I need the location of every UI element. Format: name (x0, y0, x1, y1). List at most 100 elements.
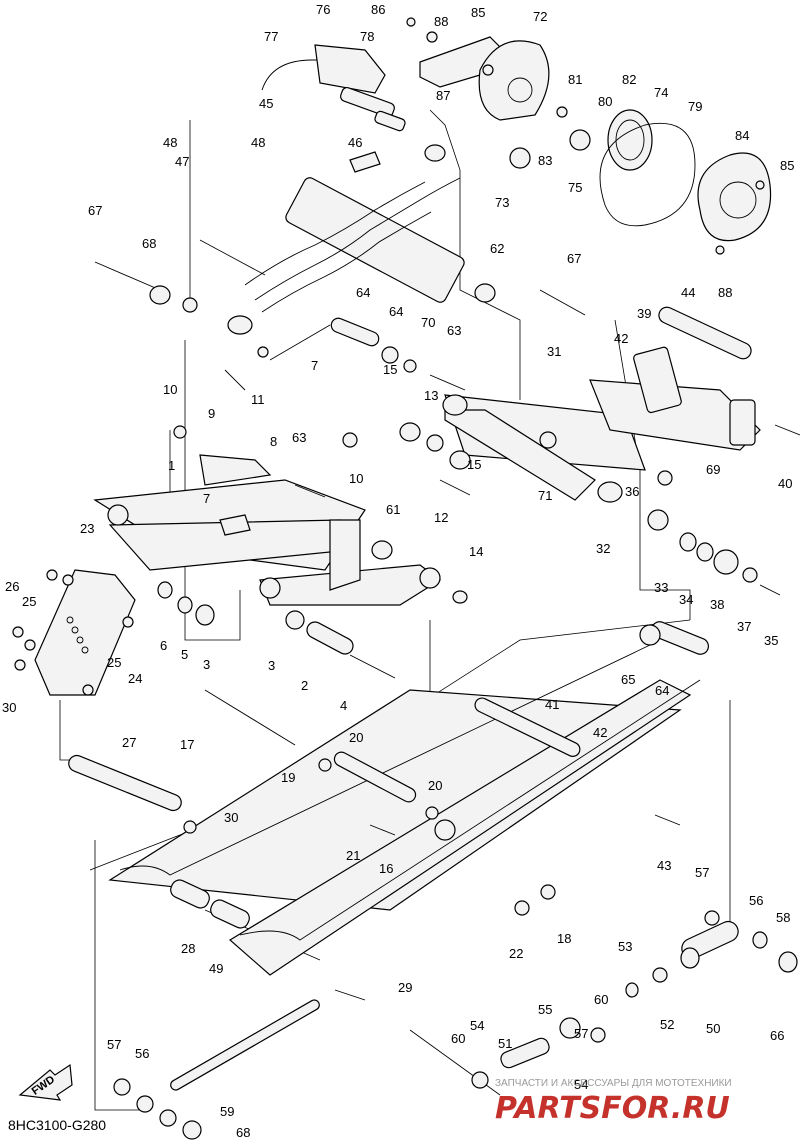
callout-5: 5 (181, 647, 188, 662)
callout-72: 72 (533, 9, 547, 24)
callout-12: 12 (434, 510, 448, 525)
callout-40: 40 (778, 476, 792, 491)
callout-50: 50 (706, 1021, 720, 1036)
callout-42: 42 (614, 331, 628, 346)
callout-20: 20 (428, 778, 442, 793)
callout-22: 22 (509, 946, 523, 961)
callout-82: 82 (622, 72, 636, 87)
callout-54: 54 (574, 1077, 588, 1092)
callout-81: 81 (568, 72, 582, 87)
callout-36: 36 (625, 484, 639, 499)
callout-19: 19 (281, 770, 295, 785)
callout-30: 30 (224, 810, 238, 825)
shafts (68, 317, 739, 1091)
callout-55: 55 (538, 1002, 552, 1017)
callout-3: 3 (268, 658, 275, 673)
callout-18: 18 (557, 931, 571, 946)
callout-75: 75 (568, 180, 582, 195)
brand-logo: PARTSFOR.RU (495, 1091, 730, 1126)
bolts-and-bushings (12, 17, 800, 1140)
callout-16: 16 (379, 861, 393, 876)
callout-44: 44 (681, 285, 695, 300)
stopper-plate (34, 569, 136, 696)
callout-84: 84 (735, 128, 749, 143)
callout-8: 8 (270, 434, 277, 449)
callout-39: 39 (637, 306, 651, 321)
callout-31: 31 (547, 344, 561, 359)
fwd-arrow-icon: FWD (18, 1063, 73, 1101)
callout-13: 13 (424, 388, 438, 403)
callout-34: 34 (679, 592, 693, 607)
callout-74: 74 (654, 85, 668, 100)
callout-87: 87 (436, 88, 450, 103)
callout-30: 30 (2, 700, 16, 715)
callout-57: 57 (107, 1037, 121, 1052)
callout-88: 88 (718, 285, 732, 300)
callout-67: 67 (88, 203, 102, 218)
callout-7: 7 (311, 358, 318, 373)
callout-57: 57 (574, 1026, 588, 1041)
callout-15: 15 (383, 362, 397, 377)
callout-63: 63 (292, 430, 306, 445)
callout-71: 71 (538, 488, 552, 503)
callout-41: 41 (545, 697, 559, 712)
callout-78: 78 (360, 29, 374, 44)
callout-47: 47 (175, 154, 189, 169)
callout-64: 64 (389, 304, 403, 319)
callout-14: 14 (469, 544, 483, 559)
callout-85: 85 (780, 158, 794, 173)
callout-33: 33 (654, 580, 668, 595)
callout-26: 26 (5, 579, 19, 594)
callout-62: 62 (490, 241, 504, 256)
callout-21: 21 (346, 848, 360, 863)
callout-64: 64 (356, 285, 370, 300)
callout-38: 38 (710, 597, 724, 612)
callout-51: 51 (498, 1036, 512, 1051)
callout-17: 17 (180, 737, 194, 752)
callout-46: 46 (348, 135, 362, 150)
diagram-code: 8HC3100-G280 (8, 1117, 106, 1133)
callout-68: 68 (142, 236, 156, 251)
callout-28: 28 (181, 941, 195, 956)
callout-64: 64 (655, 683, 669, 698)
callout-69: 69 (706, 462, 720, 477)
callout-61: 61 (386, 502, 400, 517)
callout-56: 56 (135, 1046, 149, 1061)
callout-3: 3 (203, 657, 210, 672)
callout-15: 15 (467, 457, 481, 472)
callout-66: 66 (770, 1028, 784, 1043)
callout-10: 10 (163, 382, 177, 397)
callout-10: 10 (349, 471, 363, 486)
callout-48: 48 (251, 135, 265, 150)
callout-65: 65 (621, 672, 635, 687)
callout-63: 63 (447, 323, 461, 338)
shock-absorber (227, 144, 465, 335)
callout-60: 60 (594, 992, 608, 1007)
callout-4: 4 (340, 698, 347, 713)
callout-57: 57 (695, 865, 709, 880)
callout-29: 29 (398, 980, 412, 995)
callout-2: 2 (301, 678, 308, 693)
callout-37: 37 (737, 619, 751, 634)
callout-83: 83 (538, 153, 552, 168)
callout-70: 70 (421, 315, 435, 330)
callout-49: 49 (209, 961, 223, 976)
callout-11: 11 (251, 392, 265, 407)
callout-67: 67 (567, 251, 581, 266)
callout-24: 24 (128, 671, 142, 686)
callout-9: 9 (208, 406, 215, 421)
callout-85: 85 (471, 5, 485, 20)
callout-20: 20 (349, 730, 363, 745)
callout-68: 68 (236, 1125, 250, 1140)
callout-77: 77 (264, 29, 278, 44)
callout-35: 35 (764, 633, 778, 648)
front-arm-assembly (93, 454, 442, 606)
reservoir-and-hose (261, 44, 406, 132)
callout-79: 79 (688, 99, 702, 114)
callout-52: 52 (660, 1017, 674, 1032)
callout-48: 48 (163, 135, 177, 150)
callout-27: 27 (122, 735, 136, 750)
slide-rails (108, 644, 701, 976)
